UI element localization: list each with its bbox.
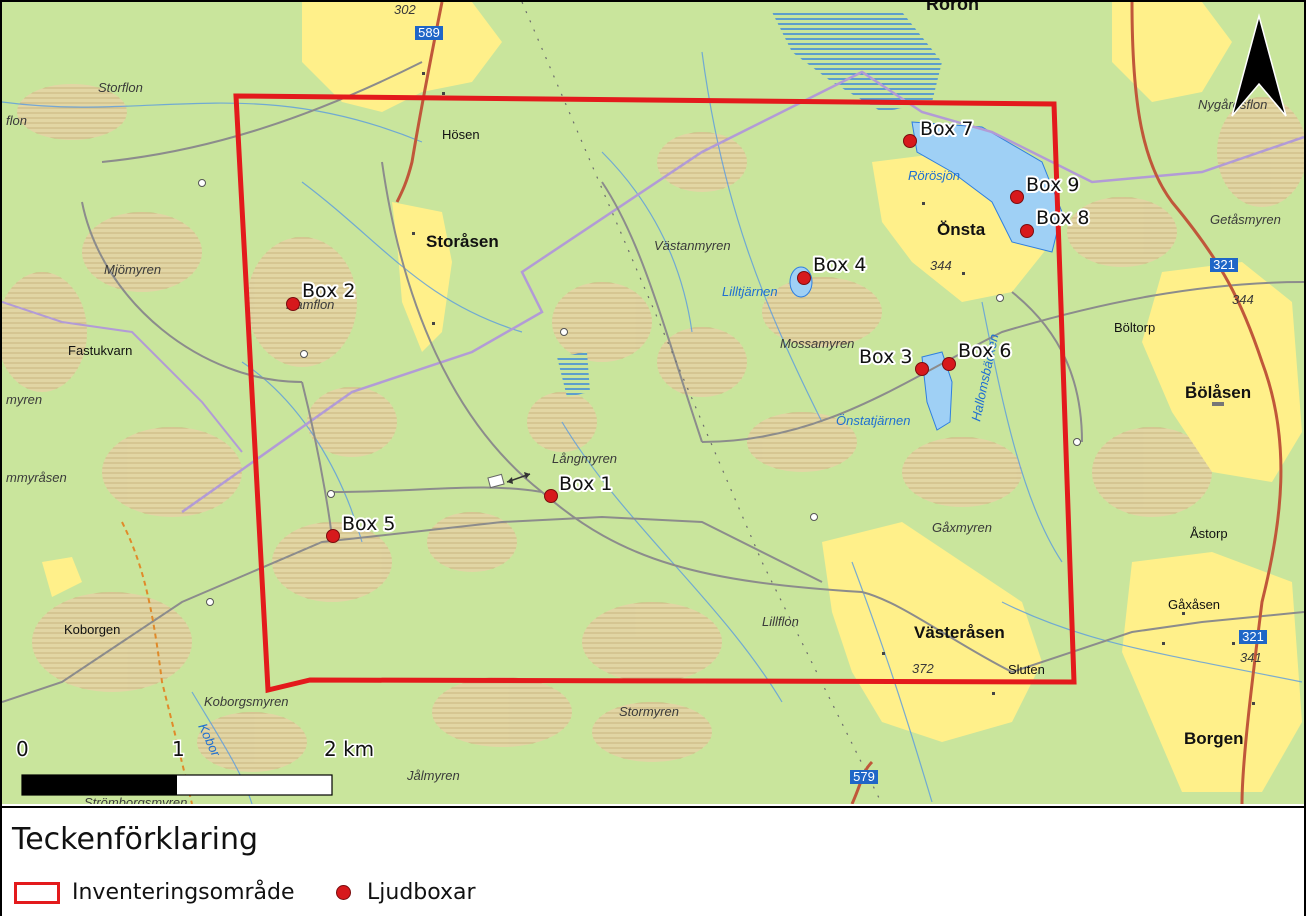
settlement-label: Bölåsen (1185, 383, 1251, 402)
settlement-label: Sluten (1008, 662, 1045, 677)
svg-text:321: 321 (1242, 629, 1264, 644)
scale-label-0: 0 (16, 737, 29, 761)
settlement-label: Storåsen (426, 232, 499, 251)
water-label: Rörösjön (908, 168, 960, 183)
settlement-label: Gåxåsen (1168, 597, 1220, 612)
dashed-track (121, 521, 193, 804)
sound-box-6: Box 6 (942, 338, 1013, 371)
place-label: Långmyren (552, 451, 617, 466)
svg-text:Box 7: Box 7 (920, 118, 973, 140)
settlement-label: Fastukvarn (68, 343, 132, 358)
sound-box-4: Box 4 (797, 252, 868, 285)
legend-item-sound-boxes: Ljudboxar (336, 880, 476, 905)
sound-box-1: Box 1 (544, 471, 614, 503)
settlement-label: Borgen (1184, 729, 1244, 748)
svg-text:589: 589 (418, 25, 440, 40)
red-outline-rectangle-icon (14, 881, 60, 904)
scale-label-1: 1 (172, 737, 185, 761)
svg-text:Box 1: Box 1 (559, 473, 612, 495)
building-markers (412, 72, 1255, 705)
place-label: Lillflon (762, 614, 799, 629)
forest-background (2, 2, 1304, 804)
red-dot-icon (336, 885, 351, 900)
open-land-areas (42, 2, 1302, 792)
svg-text:Box 9: Box 9 (1026, 174, 1079, 196)
legend-label: Inventeringsområde (72, 880, 295, 905)
place-label: Mossamyren (780, 336, 854, 351)
water-label: Önstatjärnen (836, 413, 910, 428)
sound-box-7: Box 7 (903, 116, 975, 148)
settlement-label: Hösen (442, 127, 480, 142)
settlement-label: Koborgen (64, 622, 120, 637)
scale-label-2: 2 km (324, 737, 374, 761)
place-label: Mjömyren (104, 262, 161, 277)
distance-marker-icon (487, 472, 531, 489)
north-arrow-icon (1231, 13, 1287, 117)
legend-item-survey-area: Inventeringsområde (14, 880, 295, 905)
settlement-label: Västeråsen (914, 623, 1005, 642)
streams (2, 51, 1303, 804)
settlement-label: Böltorp (1114, 320, 1155, 335)
water-label: Lilltjärnen (722, 284, 778, 299)
svg-text:Box 3: Box 3 (859, 346, 912, 368)
road-shield-589: 589 (415, 25, 443, 40)
place-label: Storflon (98, 80, 143, 95)
place-label: Västanmyren (654, 238, 731, 253)
settlement-label: Önsta (937, 220, 986, 239)
svg-text:579: 579 (853, 769, 875, 784)
place-label: Getåsmyren (1210, 212, 1281, 227)
svg-text:Box 4: Box 4 (813, 254, 866, 276)
place-label: Jålmyren (406, 768, 460, 783)
place-label: myren (6, 392, 42, 407)
svg-text:Box 6: Box 6 (958, 340, 1011, 362)
settlement-label: Åstorp (1190, 526, 1228, 541)
road-shield-579: 579 (850, 769, 878, 784)
place-label: Koborgsmyren (204, 694, 289, 709)
road-nodes (198, 179, 1081, 606)
elevation-label: 341 (1240, 650, 1262, 665)
place-label: Stormyren (619, 704, 679, 719)
elevation-label: 372 (912, 661, 934, 676)
scale-bar: 0 1 2 km (15, 736, 376, 796)
settlement-label: Röron (926, 2, 979, 14)
map-canvas: 589 321 321 579 344 344 372 341 302 Stor… (2, 2, 1304, 804)
sound-box-3: Box 3 (857, 344, 929, 376)
survey-area-boundary (233, 93, 1077, 694)
water-bodies (2, 12, 1063, 453)
sound-box-2: Box 2 (286, 278, 357, 311)
sound-box-9: Box 9 (1010, 172, 1081, 204)
legend-label: Ljudboxar (367, 880, 476, 905)
place-label: Nygårdsflon (1198, 97, 1267, 112)
sound-box-5: Box 5 (326, 511, 397, 543)
minor-roads (2, 61, 1304, 703)
svg-text:Box 8: Box 8 (1036, 207, 1089, 229)
place-label: Strömborgsmyren (84, 795, 187, 804)
elevation-label: 344 (930, 258, 952, 273)
svg-text:Box 5: Box 5 (342, 513, 395, 535)
legend-title: Teckenförklaring (12, 822, 259, 857)
place-label: mmyråsen (6, 470, 67, 485)
svg-text:321: 321 (1213, 257, 1235, 272)
road-shield-321a: 321 (1210, 257, 1238, 272)
sound-box-8: Box 8 (1020, 205, 1091, 238)
elevation-label: 302 (394, 2, 416, 17)
municipal-border (181, 70, 1304, 514)
svg-text:Box 2: Box 2 (302, 280, 355, 302)
place-label: flon (6, 113, 27, 128)
elevation-label: 344 (1232, 292, 1254, 307)
place-label: Gåxmyren (932, 520, 992, 535)
legend-panel: Teckenförklaring Inventeringsområde Ljud… (2, 806, 1304, 918)
road-shield-321b: 321 (1239, 629, 1267, 644)
